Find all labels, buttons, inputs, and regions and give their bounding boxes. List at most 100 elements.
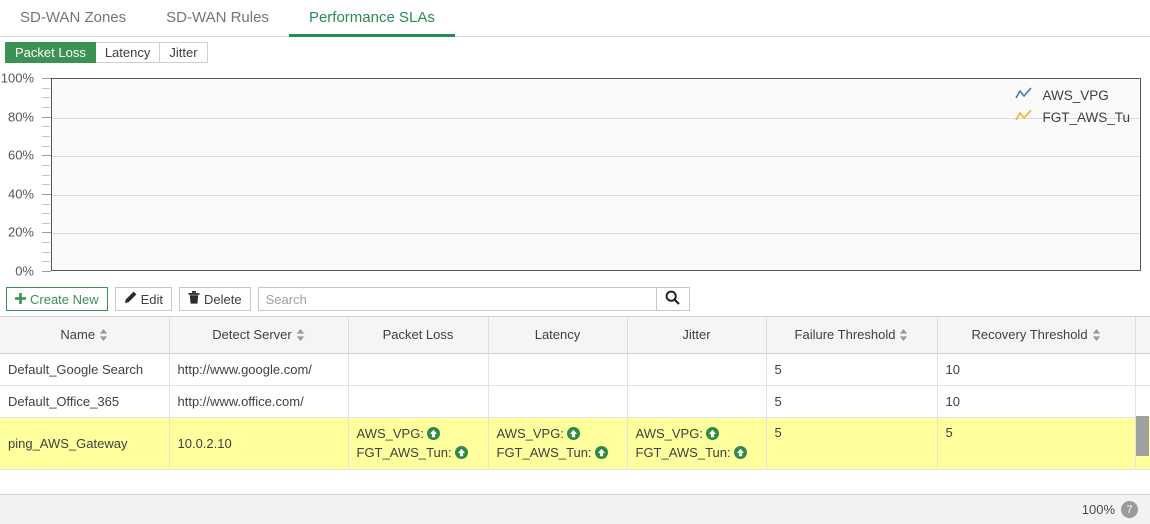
column-label: Latency (534, 327, 581, 343)
column-header-failure-threshold[interactable]: Failure Threshold (766, 317, 938, 354)
legend-item-aws-vpg[interactable]: AWS_VPG (1015, 87, 1130, 103)
y-tick-label: 40% (7, 186, 34, 202)
y-tick-mark (42, 222, 50, 224)
segment-jitter[interactable]: Jitter (160, 42, 208, 63)
tab-performance-slas[interactable]: Performance SLAs (288, 0, 455, 37)
edit-label: Edit (140, 291, 164, 307)
cell-failure-threshold: 5 (766, 353, 938, 386)
chart-gridline (52, 117, 1140, 119)
cell-failure-threshold: 5 (766, 417, 938, 470)
y-tick-mark (42, 193, 51, 195)
segment-latency[interactable]: Latency (95, 42, 161, 63)
table-row[interactable]: Default_Office_365 http://www.office.com… (0, 385, 1150, 418)
cell-jitter (627, 353, 767, 386)
column-header-detect-server[interactable]: Detect Server (169, 317, 349, 354)
column-header-latency[interactable]: Latency (488, 317, 628, 354)
cell-latency (488, 353, 628, 386)
column-header-recovery-threshold[interactable]: Recovery Threshold (937, 317, 1136, 354)
main-tabbar: SD-WAN Zones SD-WAN Rules Performance SL… (0, 0, 1150, 37)
segment-label: Packet Loss (15, 45, 86, 60)
sort-icon[interactable] (296, 328, 305, 341)
cell-latency: AWS_VPG: FGT_AWS_Tun: (488, 417, 628, 470)
y-tick-mark (42, 145, 50, 147)
sort-icon[interactable] (1092, 328, 1101, 341)
column-header-jitter[interactable]: Jitter (627, 317, 767, 354)
tab-label: SD-WAN Rules (166, 8, 269, 26)
plus-icon (15, 292, 26, 307)
cell-packet-loss: AWS_VPG: FGT_AWS_Tun: (348, 417, 489, 470)
sort-icon[interactable] (899, 328, 908, 341)
status-up-icon (705, 427, 719, 440)
column-label: Failure Threshold (794, 327, 896, 343)
y-tick-label: 100% (0, 70, 34, 86)
y-tick-mark (42, 251, 50, 253)
legend-label: AWS_VPG (1042, 87, 1109, 103)
status-bar: 100% 7 (0, 494, 1150, 524)
table-header-row: Name Detect Server (0, 317, 1150, 354)
y-tick-mark (42, 107, 50, 108)
status-up-icon (594, 446, 608, 459)
y-tick-mark (42, 97, 50, 99)
performance-sla-table: Name Detect Server (0, 316, 1150, 473)
y-tick-mark (42, 164, 50, 166)
tab-label: SD-WAN Zones (20, 8, 127, 26)
legend-item-fgt-aws-tu[interactable]: FGT_AWS_Tu (1015, 109, 1130, 125)
packet-loss-chart: 100% 80% 60% 40% 20% 0% (0, 67, 1150, 282)
tab-sdwan-rules[interactable]: SD-WAN Rules (146, 0, 289, 37)
y-tick-mark (42, 126, 50, 128)
y-tick-mark (42, 213, 50, 215)
column-label: Packet Loss (382, 327, 454, 343)
segment-packet-loss[interactable]: Packet Loss (5, 42, 96, 63)
search-group (257, 287, 690, 311)
sort-icon[interactable] (99, 328, 108, 341)
chart-gridline (52, 233, 1140, 235)
delete-button[interactable]: Delete (179, 287, 251, 311)
chart-legend: AWS_VPG FGT_AWS_Tu (1015, 87, 1130, 125)
column-label: Recovery Threshold (971, 327, 1088, 343)
member-label: AWS_VPG: (635, 426, 703, 441)
tab-sdwan-zones[interactable]: SD-WAN Zones (0, 0, 146, 37)
cell-recovery-threshold: 10 (937, 385, 1136, 418)
cell-detect-server: 10.0.2.10 (169, 417, 349, 470)
search-button[interactable] (655, 287, 690, 311)
tab-label: Performance SLAs (308, 8, 435, 26)
search-input[interactable] (257, 287, 656, 311)
column-header-overflow (1135, 317, 1150, 354)
cell-latency (488, 385, 628, 418)
y-tick-label: 60% (7, 147, 34, 163)
y-tick-label: 20% (7, 224, 34, 240)
chart-plot-area[interactable]: AWS_VPG FGT_AWS_Tu (51, 78, 1141, 271)
y-tick-mark (42, 87, 50, 89)
table-row[interactable]: Default_Google Search http://www.google.… (0, 353, 1150, 386)
y-tick-mark (42, 174, 50, 176)
column-header-name[interactable]: Name (0, 317, 170, 354)
status-up-icon (454, 446, 468, 459)
column-label: Name (60, 327, 96, 343)
cell-recovery-threshold: 5 (937, 417, 1136, 470)
chart-gridline (52, 156, 1140, 158)
column-label: Jitter (682, 327, 711, 343)
status-up-icon (426, 427, 440, 440)
y-tick-mark (42, 203, 50, 205)
table-row[interactable]: ping_AWS_Gateway 10.0.2.10 AWS_VPG: FGT_… (0, 417, 1150, 470)
y-tick-mark (42, 184, 50, 186)
status-up-icon (566, 427, 580, 440)
cell-jitter (627, 385, 767, 418)
cell-overflow (1135, 385, 1150, 418)
y-tick-mark (42, 155, 51, 157)
edit-button[interactable]: Edit (114, 287, 173, 311)
y-tick-mark (42, 261, 50, 263)
cell-jitter: AWS_VPG: FGT_AWS_Tun: (627, 417, 767, 470)
y-tick-label: 0% (15, 263, 34, 279)
cell-failure-threshold: 5 (766, 385, 938, 418)
table-vertical-scrollbar[interactable] (1136, 416, 1149, 456)
member-label: AWS_VPG: (356, 426, 424, 441)
create-new-button[interactable]: Create New (6, 287, 108, 311)
search-icon (665, 290, 680, 308)
cell-packet-loss (348, 353, 489, 386)
line-series-icon (1015, 109, 1033, 125)
column-header-packet-loss[interactable]: Packet Loss (348, 317, 489, 354)
cell-detect-server: http://www.google.com/ (169, 353, 349, 386)
legend-label: FGT_AWS_Tu (1042, 109, 1130, 125)
cell-name: Default_Office_365 (0, 385, 170, 418)
